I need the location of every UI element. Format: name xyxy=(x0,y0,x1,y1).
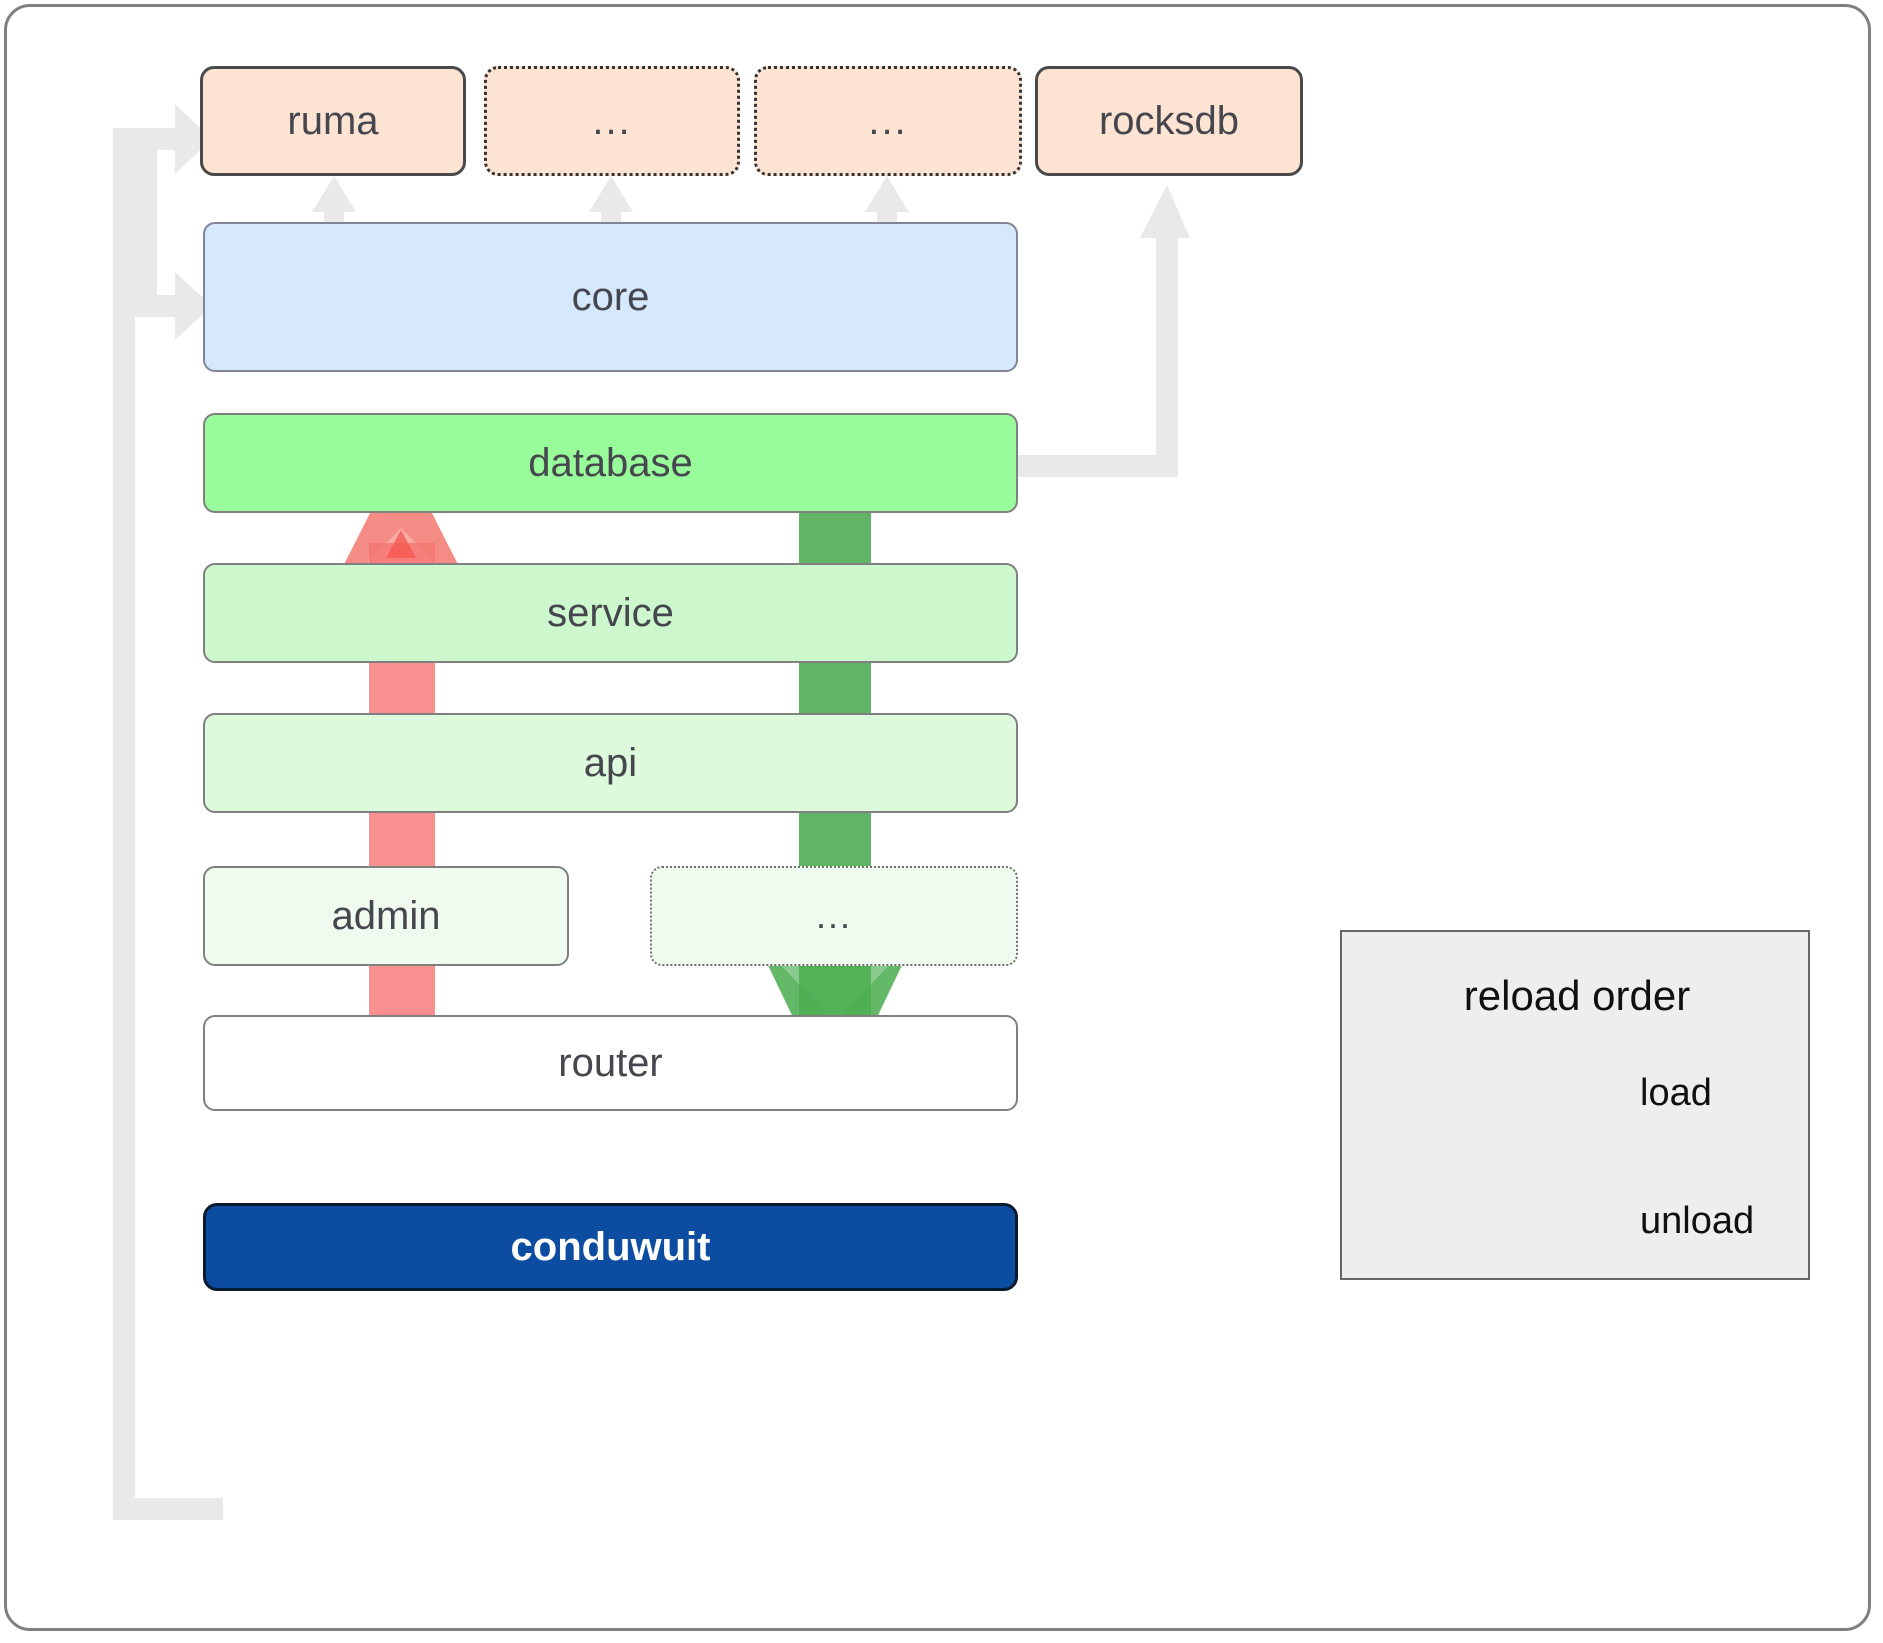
layer-box-placeholder[interactable]: ... xyxy=(650,866,1018,966)
layer-box-router[interactable]: router xyxy=(203,1015,1018,1111)
layer-label-service: service xyxy=(547,591,674,635)
dependency-box-placeholder-2[interactable]: ... xyxy=(754,66,1022,176)
layer-box-admin[interactable]: admin xyxy=(203,866,569,966)
legend-label-unload: unload xyxy=(1640,1200,1755,1242)
layer-label-database: database xyxy=(528,441,693,485)
ellipsis-label: ... xyxy=(815,895,852,937)
layer-label-core: core xyxy=(571,275,650,319)
dependency-label-rocksdb: rocksdb xyxy=(1098,99,1240,143)
dependency-label-ruma: ruma xyxy=(287,99,379,143)
legend-panel: reload order load unload xyxy=(1340,930,1810,1280)
layer-box-database[interactable]: database xyxy=(203,413,1018,513)
layer-label-admin: admin xyxy=(331,894,441,938)
ellipsis-label: ... xyxy=(868,99,908,143)
layer-label-api: api xyxy=(583,741,638,785)
layer-box-core[interactable]: core xyxy=(203,222,1018,372)
dependency-box-rocksdb[interactable]: rocksdb xyxy=(1035,66,1303,176)
legend-label-load: load xyxy=(1640,1072,1712,1114)
binary-label-conduwuit: conduwuit xyxy=(510,1225,711,1269)
legend-title: reload order xyxy=(1463,972,1691,1019)
dependency-box-placeholder-1[interactable]: ... xyxy=(484,66,740,176)
ellipsis-label: ... xyxy=(592,99,632,143)
layer-box-service[interactable]: service xyxy=(203,563,1018,663)
layer-box-api[interactable]: api xyxy=(203,713,1018,813)
diagram-frame xyxy=(4,4,1871,1631)
binary-box-conduwuit[interactable]: conduwuit xyxy=(203,1203,1018,1291)
dependency-box-ruma[interactable]: ruma xyxy=(200,66,466,176)
layer-label-router: router xyxy=(558,1041,663,1085)
